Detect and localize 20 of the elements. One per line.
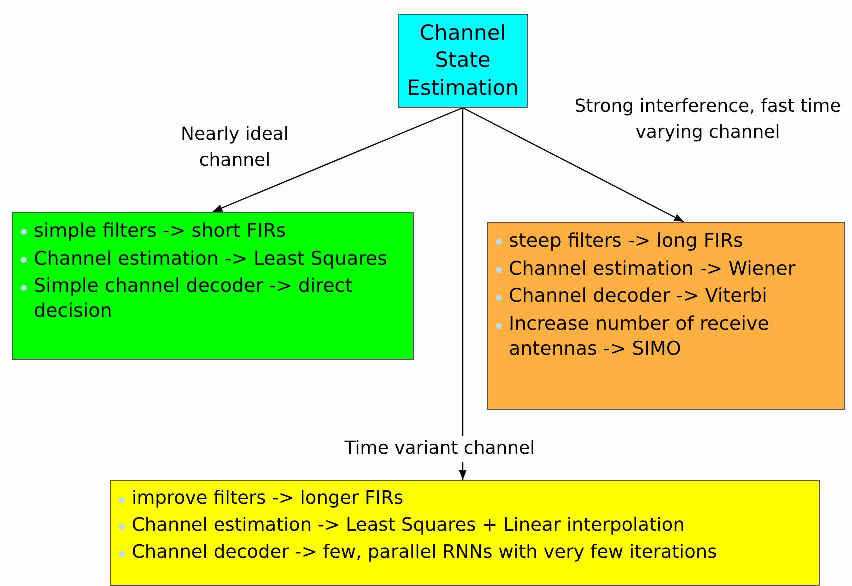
bullet-list-box: [12, 212, 414, 360]
bullet-text: Channel estimation -> Wiener: [496, 256, 836, 282]
bullet-text: Channel estimation -> Least Squares + Linear interpolation: [119, 514, 811, 538]
bullet-list-box: [487, 222, 845, 410]
box-title: Channel State Estimation: [406, 20, 520, 102]
process-box: [398, 14, 528, 108]
bullet-text: Channel decoder -> few, parallel RNNs with very few iterations: [119, 541, 811, 566]
bullet-text: Increase number of receive antennas -> SIMO: [496, 312, 836, 362]
bullet-text: steep filters -> long FIRs: [496, 229, 836, 254]
bullet-text: simple filters -> short FIRs: [21, 219, 405, 244]
edge-label: Nearly ideal channel: [180, 123, 290, 174]
arrow: [212, 107, 464, 213]
bullet-text: Simple channel decoder -> direct decision: [21, 274, 405, 324]
bullet-text: Channel estimation -> Least Squares: [21, 246, 405, 272]
bullet-text: Channel decoder -> Viterbi: [496, 284, 836, 310]
arrow: [462, 107, 684, 223]
bullet-text: improve filters -> longer FIRs: [119, 487, 811, 512]
bullet-list-box: [110, 480, 820, 586]
arrow: [459, 108, 467, 480]
edge-label: Strong interference, fast time varying channel: [574, 95, 842, 146]
